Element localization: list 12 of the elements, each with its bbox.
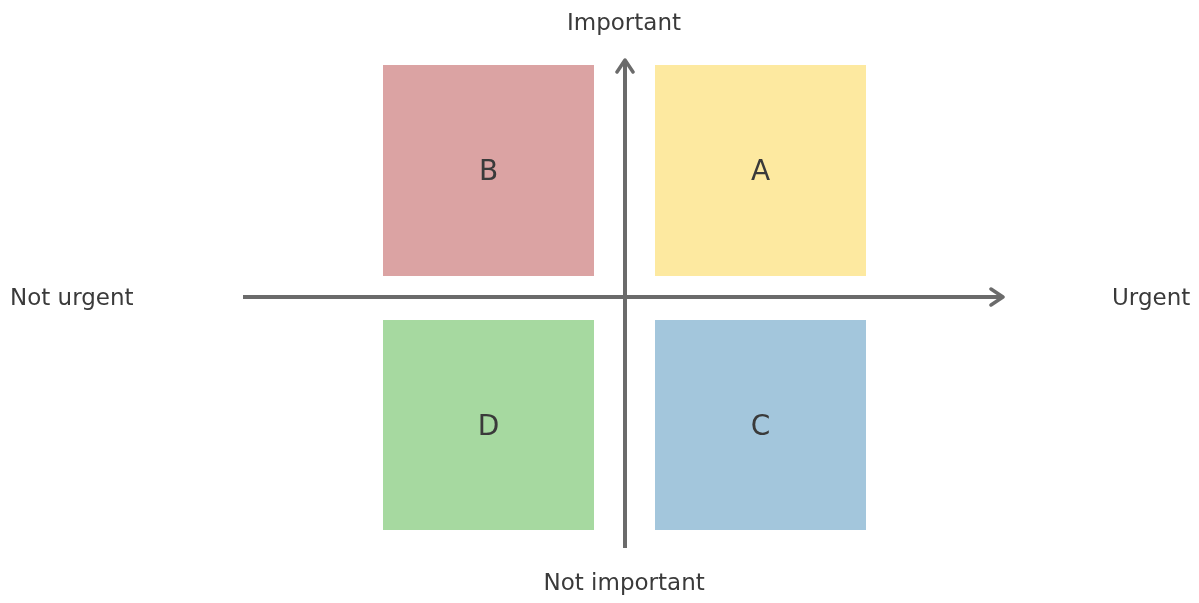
quadrant-box [383, 65, 594, 276]
quadrant-box [655, 65, 866, 276]
quadrant-box [383, 320, 594, 530]
axis-label: Not important [543, 569, 705, 595]
axis-label: Important [567, 9, 682, 35]
quadrant-letter: D [477, 408, 500, 442]
axis-label: Not urgent [10, 284, 134, 310]
quadrant-box [655, 320, 866, 530]
axis-label: Urgent [1112, 284, 1191, 310]
quadrant-letter: C [750, 408, 771, 442]
quadrant-letter: B [478, 154, 499, 187]
quadrant-letter: A [750, 154, 771, 187]
